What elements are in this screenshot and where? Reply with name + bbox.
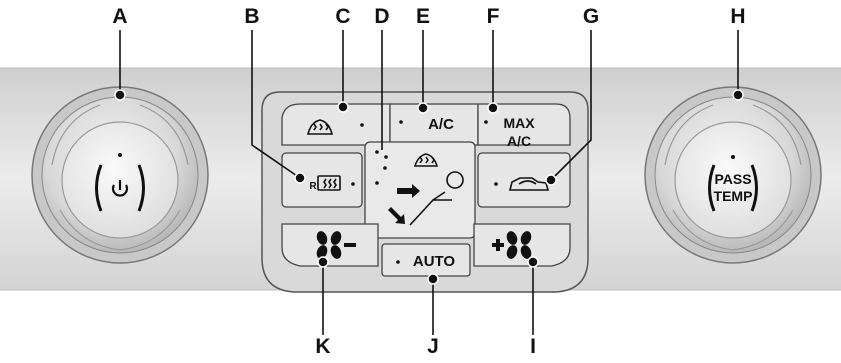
seated-person-icon — [409, 171, 464, 226]
callout-g: G — [582, 5, 600, 28]
max-ac-label-line2: A/C — [507, 133, 531, 149]
airflow-arrows-icon — [388, 184, 420, 224]
rear-defrost-icon — [317, 175, 341, 191]
pass-temp-label-line2: TEMP — [714, 188, 753, 204]
callout-a: A — [112, 5, 128, 28]
callout-dots — [114, 89, 744, 285]
fan-speed-up-icon — [492, 231, 532, 259]
airflow-defrost-icon — [413, 153, 439, 167]
recirculation-car-icon — [508, 177, 550, 191]
callout-j: J — [427, 335, 439, 358]
callout-h: H — [730, 5, 746, 28]
rear-defrost-button[interactable]: R — [281, 152, 363, 208]
pass-temp-label-line1: PASS — [714, 171, 751, 187]
power-icon — [111, 180, 129, 197]
callout-e: E — [415, 5, 431, 28]
max-ac-button[interactable]: MAX A/C — [477, 103, 571, 149]
fan-speed-down-icon — [316, 231, 356, 259]
fan-speed-up-button[interactable] — [473, 223, 571, 267]
power-knob[interactable] — [31, 86, 209, 264]
auto-label: AUTO — [413, 253, 456, 270]
recirculation-button[interactable] — [477, 152, 571, 208]
callout-c: C — [335, 5, 351, 28]
passenger-temp-knob[interactable]: PASS TEMP — [644, 86, 822, 264]
ac-button[interactable]: A/C — [389, 103, 479, 146]
fan-speed-down-button[interactable] — [281, 223, 379, 267]
airflow-distribution-button[interactable] — [364, 141, 476, 239]
callout-b: B — [244, 5, 260, 28]
front-defrost-icon — [306, 119, 334, 135]
callout-k: K — [315, 335, 331, 358]
max-ac-label-line1: MAX — [503, 115, 535, 131]
callout-i: I — [530, 335, 536, 358]
callout-d: D — [374, 5, 390, 28]
rear-defrost-prefix: R — [309, 181, 317, 192]
ac-label: A/C — [428, 116, 454, 133]
callout-f: F — [486, 5, 500, 28]
auto-button[interactable]: AUTO — [381, 243, 471, 277]
front-defrost-button[interactable] — [281, 103, 391, 146]
callout-leader-lines — [119, 30, 739, 335]
